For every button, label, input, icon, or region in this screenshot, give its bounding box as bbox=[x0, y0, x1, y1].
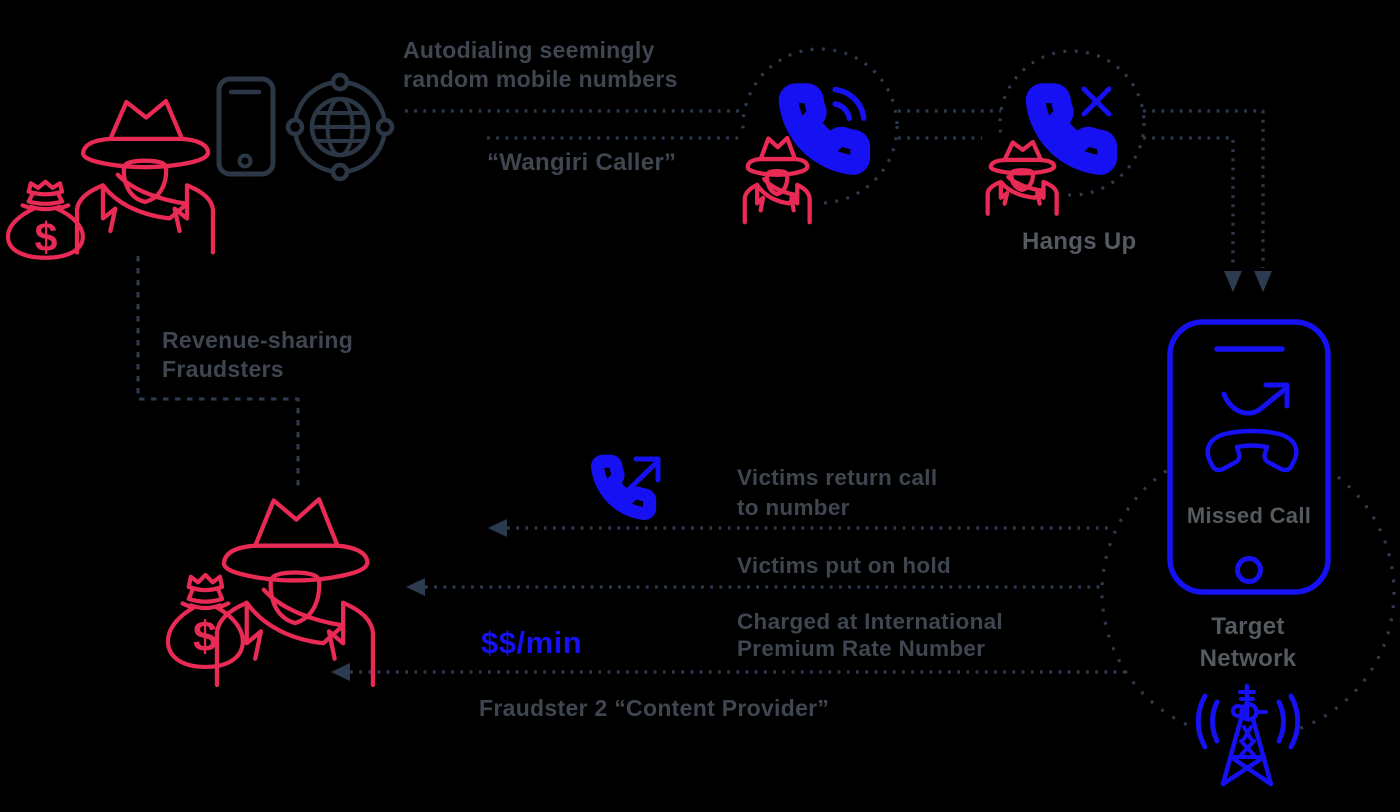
rate-per-min-label: $$/min bbox=[481, 625, 583, 660]
smartphone-icon bbox=[1167, 319, 1331, 595]
x-mark bbox=[1081, 86, 1112, 117]
down-arrowhead-left bbox=[1224, 271, 1242, 292]
fraudster1-icon bbox=[77, 101, 213, 252]
down-arrowhead-right bbox=[1254, 271, 1272, 292]
dollar-sign-2: $ bbox=[193, 613, 217, 661]
missed-call-arrow-icon bbox=[1221, 382, 1290, 416]
flow-lines bbox=[136, 47, 1396, 740]
globe-network-icon bbox=[285, 72, 395, 182]
smartphone-home-button bbox=[1235, 556, 1263, 584]
radio-waves-left bbox=[1195, 693, 1220, 750]
fraudster2-label: Fraudster 2 “Content Provider” bbox=[479, 695, 830, 721]
call-end-handset-icon bbox=[1205, 428, 1299, 473]
wangiri-caller-label: “Wangiri Caller” bbox=[487, 149, 677, 176]
phone-hangup-x-icon bbox=[1036, 89, 1109, 165]
victims-put-on-hold-label: Victims put on hold bbox=[737, 553, 952, 578]
revenue-sharing-label: Revenue-sharing Fraudsters bbox=[162, 327, 354, 382]
to-network-line-outer bbox=[1143, 109, 1265, 268]
cell-tower-icon bbox=[1195, 683, 1301, 787]
dollar-sign-1: $ bbox=[35, 214, 58, 260]
charged-at-label: Charged at International Premium Rate Nu… bbox=[737, 609, 1003, 661]
revenue-share-connector bbox=[136, 256, 300, 492]
hold-arrowhead bbox=[406, 578, 425, 596]
charged-arrowhead bbox=[331, 663, 350, 681]
fraudster2-icon bbox=[217, 499, 373, 685]
autodialing-label: Autodialing seemingly random mobile numb… bbox=[403, 37, 678, 92]
radio-waves-right bbox=[1276, 693, 1301, 750]
target-network-label: Target Network bbox=[1199, 613, 1297, 672]
phone-call-icon bbox=[789, 90, 864, 165]
hangs-up-circle bbox=[998, 49, 1146, 197]
return-arrowhead bbox=[488, 519, 507, 537]
victims-return-call-label: Victims return call to number bbox=[737, 465, 938, 520]
phone-outgoing-icon bbox=[598, 459, 661, 513]
wangiri-caller-circle bbox=[741, 47, 899, 205]
to-network-line-inner bbox=[1143, 136, 1235, 268]
mobile-phone-icon bbox=[216, 76, 276, 177]
target-network-circle bbox=[1100, 444, 1396, 740]
missed-call-label: Missed Call bbox=[1186, 503, 1312, 528]
hangs-up-label: Hangs Up bbox=[1022, 228, 1137, 255]
